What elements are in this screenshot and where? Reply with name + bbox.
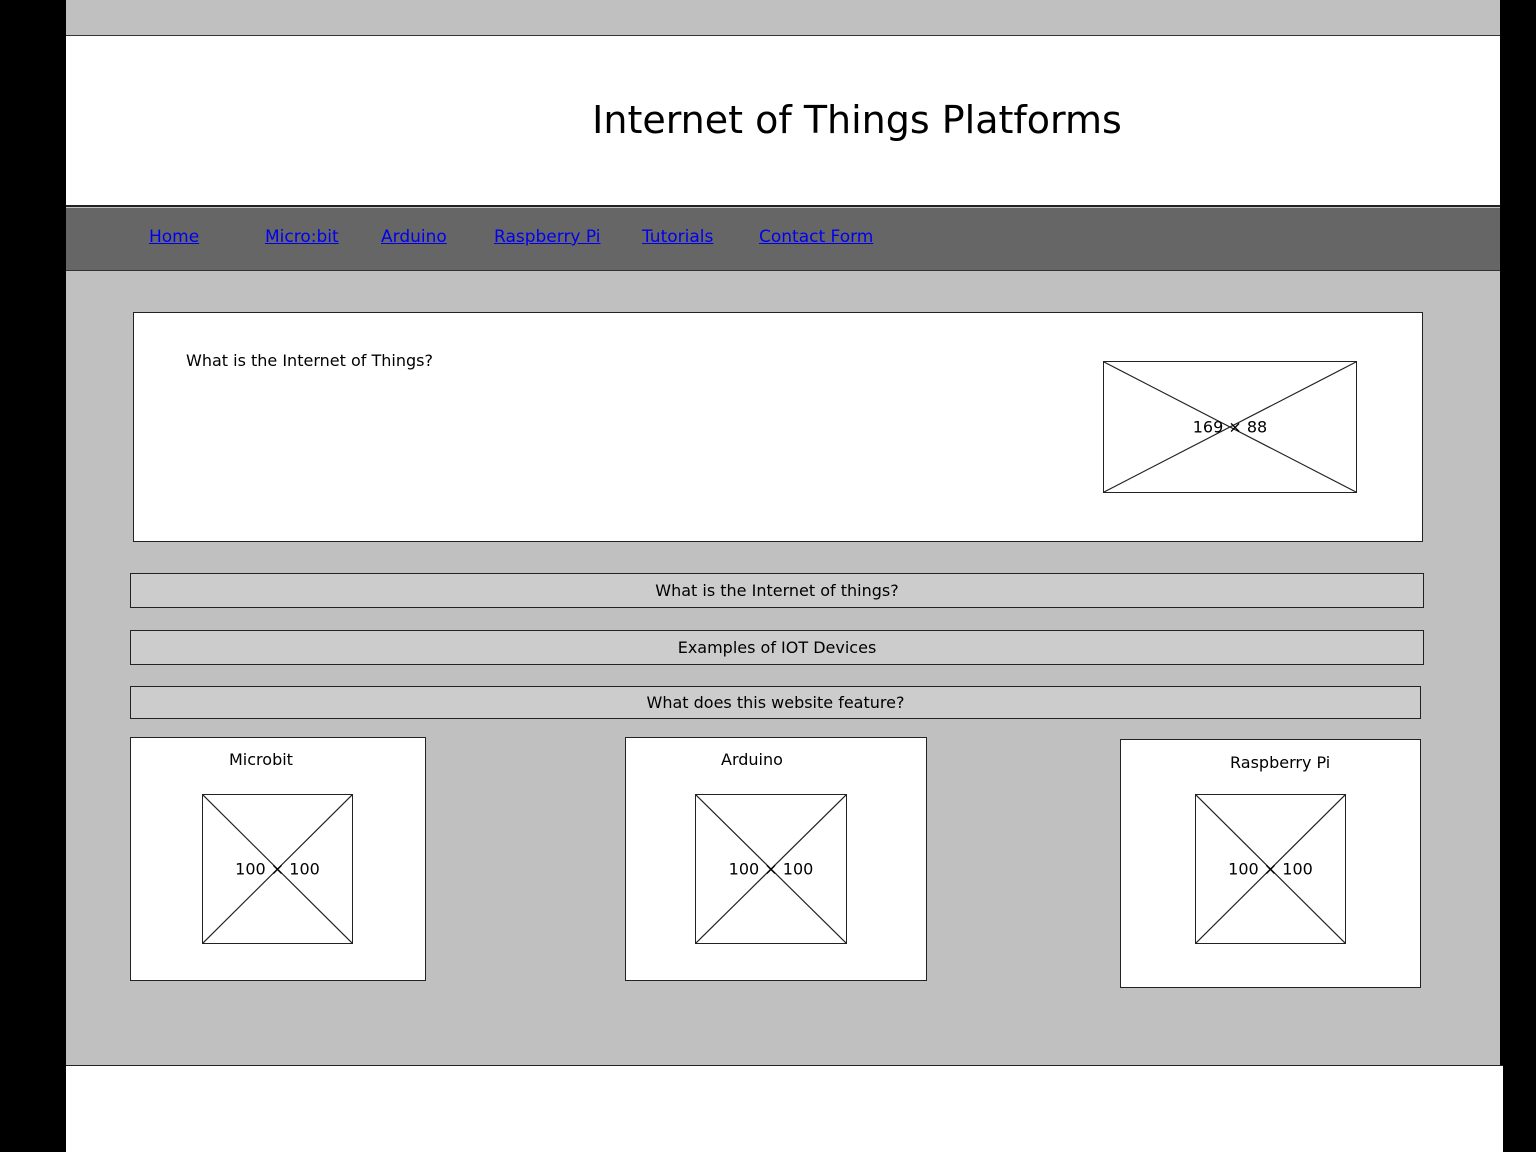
card-image-placeholder-arduino: 100 × 100 [695, 794, 847, 944]
intro-image-placeholder: 169 × 88 [1103, 361, 1357, 493]
card-image-size-raspberry-pi: 100 × 100 [1228, 859, 1313, 879]
card-title-arduino: Arduino [721, 750, 783, 769]
intro-image-size: 169 × 88 [1192, 417, 1268, 437]
accordion-what-is-iot[interactable]: What is the Internet of things? [130, 573, 1424, 608]
card-image-placeholder-raspberry-pi: 100 × 100 [1195, 794, 1346, 944]
accordion-website-features[interactable]: What does this website feature? [130, 686, 1421, 719]
card-image-size-microbit: 100 × 100 [235, 859, 320, 879]
nav-link-home[interactable]: Home [149, 227, 200, 247]
placeholder-cross-icon [1104, 362, 1356, 492]
site-footer [66, 1065, 1503, 1152]
intro-panel: What is the Internet of Things? 169 × 88 [133, 312, 1423, 542]
site-title: Internet of Things Platforms [592, 98, 1122, 142]
placeholder-cross-icon [1196, 795, 1345, 943]
page: Internet of Things Platforms Home Micro:… [66, 0, 1503, 1152]
nav-link-contact-form[interactable]: Contact Form [759, 227, 874, 247]
card-image-placeholder-microbit: 100 × 100 [202, 794, 353, 944]
nav-link-arduino[interactable]: Arduino [381, 227, 447, 247]
intro-heading: What is the Internet of Things? [186, 351, 433, 370]
card-image-size-arduino: 100 × 100 [728, 859, 814, 879]
card-arduino[interactable]: Arduino 100 × 100 [625, 737, 927, 981]
card-title-raspberry-pi: Raspberry Pi [1230, 753, 1331, 772]
nav-link-tutorials[interactable]: Tutorials [642, 227, 714, 247]
card-title-microbit: Microbit [229, 750, 293, 769]
placeholder-cross-icon [696, 795, 846, 943]
card-raspberry-pi[interactable]: Raspberry Pi 100 × 100 [1120, 739, 1421, 988]
placeholder-cross-icon [203, 795, 352, 943]
navbar: Home Micro:bit Arduino Raspberry Pi Tuto… [66, 208, 1500, 271]
accordion-examples-iot-devices[interactable]: Examples of IOT Devices [130, 630, 1424, 665]
site-header: Internet of Things Platforms [66, 35, 1500, 207]
card-microbit[interactable]: Microbit 100 × 100 [130, 737, 426, 981]
nav-link-raspberry-pi[interactable]: Raspberry Pi [494, 227, 601, 247]
top-strip [66, 0, 1500, 35]
nav-link-microbit[interactable]: Micro:bit [265, 227, 339, 247]
